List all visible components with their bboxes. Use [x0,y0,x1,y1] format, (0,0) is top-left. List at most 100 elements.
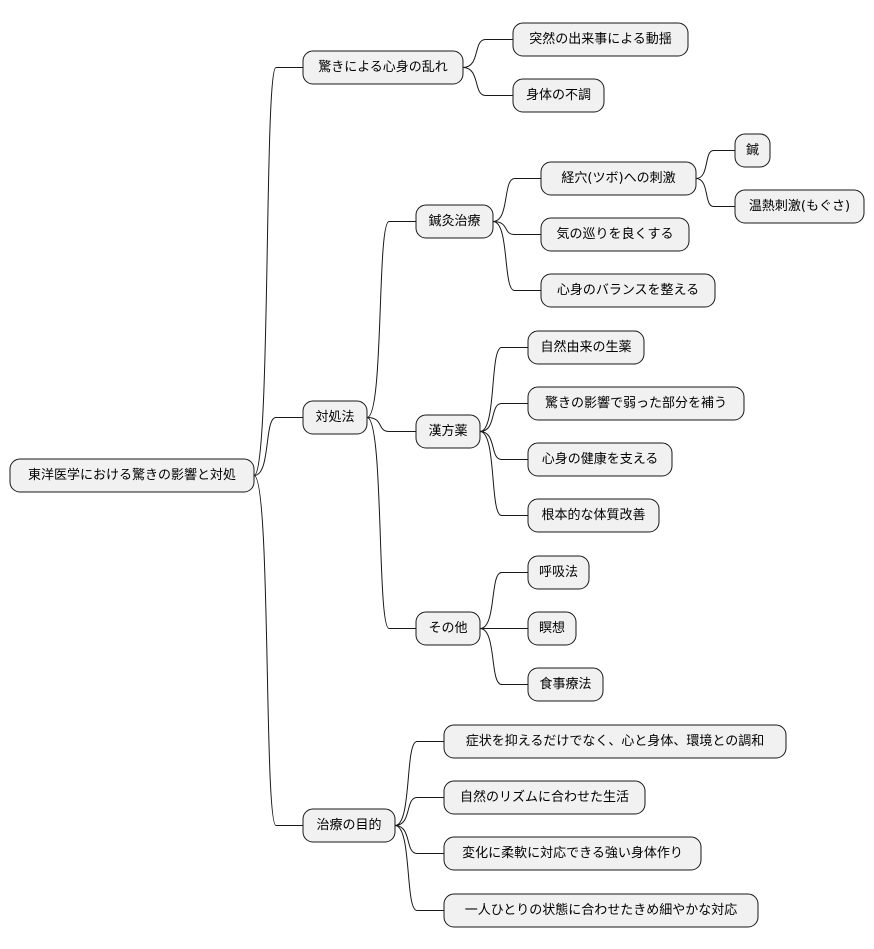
leaf-node: 自然のリズムに合わせた生活 [443,780,646,815]
node-label: 呼吸法 [539,565,578,580]
node-box [443,780,646,815]
node-box [443,836,702,871]
node-label: 根本的な体質改善 [541,507,645,523]
node-label: 驚きの影響で弱った部分を補う [545,395,727,411]
node-label: 漢方薬 [428,423,467,439]
node-box [527,442,673,477]
branch-node: 治療の目的 [302,808,396,843]
node-label: 自然のリズムに合わせた生活 [460,789,629,805]
leaf-node: 自然由来の生薬 [527,330,645,365]
node-box [734,133,771,168]
node-label: 気の巡りを良くする [556,226,673,242]
connector-line [253,417,303,476]
connector-line [492,221,541,291]
node-label: 鍼灸治療 [428,213,480,229]
connector-line [366,417,416,629]
leaf-node: 温熱刺激(もぐさ) [734,189,865,224]
connector-line [253,67,303,476]
node-box [302,400,368,435]
node-box [415,204,494,239]
connector-line [695,150,735,179]
leaf-node: 鍼 [734,133,771,168]
node-label: 東洋医学における驚きの影響と対処 [28,467,236,483]
connector-line [479,403,528,432]
node-label: 心身のバランスを整える [557,282,699,298]
node-box [527,330,645,365]
node-label: その他 [428,621,467,636]
branch-node: 対処法 [302,400,368,435]
node-box [540,161,697,196]
connector-line [394,825,444,911]
node-label: 驚きによる心身の乱れ [318,59,448,75]
leaf-node: 症状を抑えるだけでなく、心と身体、環境との調和 [443,724,787,759]
connector-line [479,628,528,685]
connector-line [462,39,513,68]
node-label: 瞑想 [539,620,565,636]
connector-line [492,178,541,222]
connector-line [366,221,416,418]
node-box [527,611,577,646]
leaf-node: 驚きの影響で弱った部分を補う [527,386,745,421]
branch-node: 驚きによる心身の乱れ [302,50,464,85]
node-box [9,458,255,493]
connector-line [462,67,513,96]
node-box [540,217,690,252]
connector-line [394,825,444,854]
leaf-node: 一人ひとりの状態に合わせたきめ細やかな対応 [443,893,759,928]
node-box [512,78,605,113]
node-box [527,498,660,533]
connector-line [366,417,416,432]
leaf-node: 身体の不調 [512,78,605,113]
node-box [302,50,464,85]
leaf-node: 気の巡りを良くする [540,217,690,252]
root-node: 東洋医学における驚きの影響と対処 [9,458,255,493]
node-label: 鍼 [746,142,759,158]
node-box [512,22,689,57]
connector-line [394,741,444,826]
branch-node: 漢方薬 [415,414,481,449]
nodes-layer: 東洋医学における驚きの影響と対処 驚きによる心身の乱れ 突然の出来事による動揺身体の… [9,22,865,928]
leaf-node: 突然の出来事による動揺 [512,22,689,57]
edges-layer [253,39,735,911]
node-label: 自然由来の生薬 [540,339,631,355]
node-label: 温熱刺激(もぐさ) [749,199,850,214]
branch-node: 鍼灸治療 [415,204,494,239]
connector-line [253,475,303,826]
connector-line [695,178,735,207]
node-box [302,808,396,843]
node-label: 症状を抑えるだけでなく、心と身体、環境との調和 [466,733,764,749]
connector-line [492,221,541,235]
branch-node: 経穴(ツボ)への刺激 [540,161,697,196]
node-box [415,414,481,449]
branch-node: その他 [415,611,481,646]
node-label: 突然の出来事による動揺 [529,31,672,47]
node-label: 変化に柔軟に対応できる強い身体作り [462,845,683,861]
node-label: 身体の不調 [526,87,591,103]
leaf-node: 瞑想 [527,611,577,646]
node-box [527,555,590,590]
node-label: 対処法 [315,410,354,425]
leaf-node: 呼吸法 [527,555,590,590]
node-box [527,667,604,702]
leaf-node: 心身の健康を支える [527,442,673,477]
leaf-node: 食事療法 [527,667,604,702]
connector-line [479,431,528,516]
leaf-node: 心身のバランスを整える [540,273,716,308]
connector-line [394,797,444,826]
node-box [443,893,759,928]
node-box [734,189,865,224]
node-label: 食事療法 [539,676,591,692]
node-label: 一人ひとりの状態に合わせたきめ細やかな対応 [465,902,738,918]
node-box [415,611,481,646]
connector-line [479,572,528,629]
node-label: 治療の目的 [316,817,381,833]
leaf-node: 根本的な体質改善 [527,498,660,533]
node-box [527,386,745,421]
node-box [540,273,716,308]
node-label: 心身の健康を支える [542,451,659,467]
node-box [443,724,787,759]
node-label: 経穴(ツボ)への刺激 [561,171,675,186]
connector-line [479,347,528,432]
leaf-node: 変化に柔軟に対応できる強い身体作り [443,836,702,871]
